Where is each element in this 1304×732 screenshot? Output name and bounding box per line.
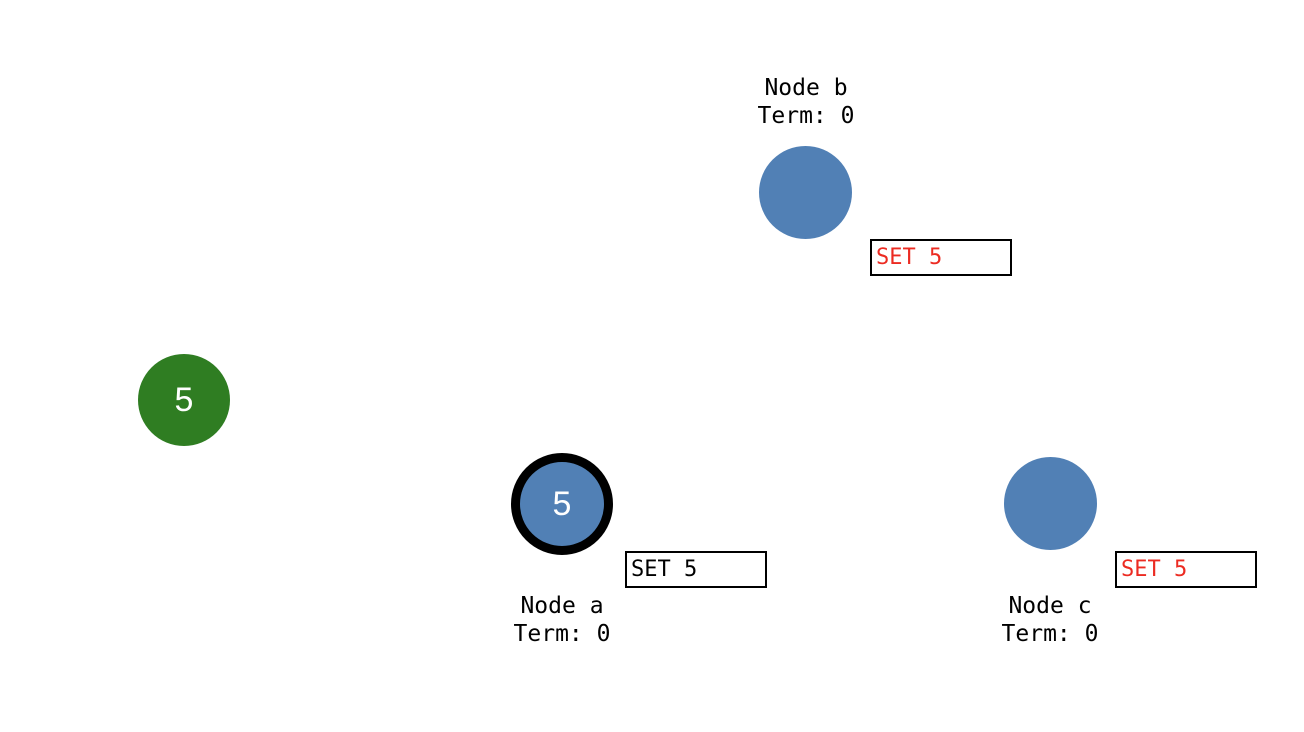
node-b-log-entry[interactable]: SET 5: [870, 239, 1012, 276]
client-value-token[interactable]: 5: [138, 354, 230, 446]
node-b-label: Node b Term: 0: [686, 74, 926, 130]
node-b-circle[interactable]: [759, 146, 852, 239]
node-c-circle[interactable]: [1004, 457, 1097, 550]
node-c-name: Node c: [1008, 593, 1092, 619]
node-b-term: Term: 0: [757, 103, 855, 129]
node-a-log-entry-text: SET 5: [631, 556, 698, 582]
node-c-term: Term: 0: [1001, 621, 1099, 647]
node-a-value: 5: [552, 485, 572, 523]
node-c-label: Node c Term: 0: [930, 592, 1170, 648]
node-a-circle[interactable]: 5: [511, 453, 613, 555]
node-b-name: Node b: [764, 75, 848, 101]
node-a-name: Node a: [520, 593, 604, 619]
node-a-label: Node a Term: 0: [442, 592, 682, 648]
node-a-log-entry[interactable]: SET 5: [625, 551, 767, 588]
node-c-log-entry-text: SET 5: [1121, 556, 1188, 582]
node-c-log-entry[interactable]: SET 5: [1115, 551, 1257, 588]
client-value-token-label: 5: [174, 381, 194, 419]
node-b-log-entry-text: SET 5: [876, 244, 943, 270]
node-a-term: Term: 0: [513, 621, 611, 647]
